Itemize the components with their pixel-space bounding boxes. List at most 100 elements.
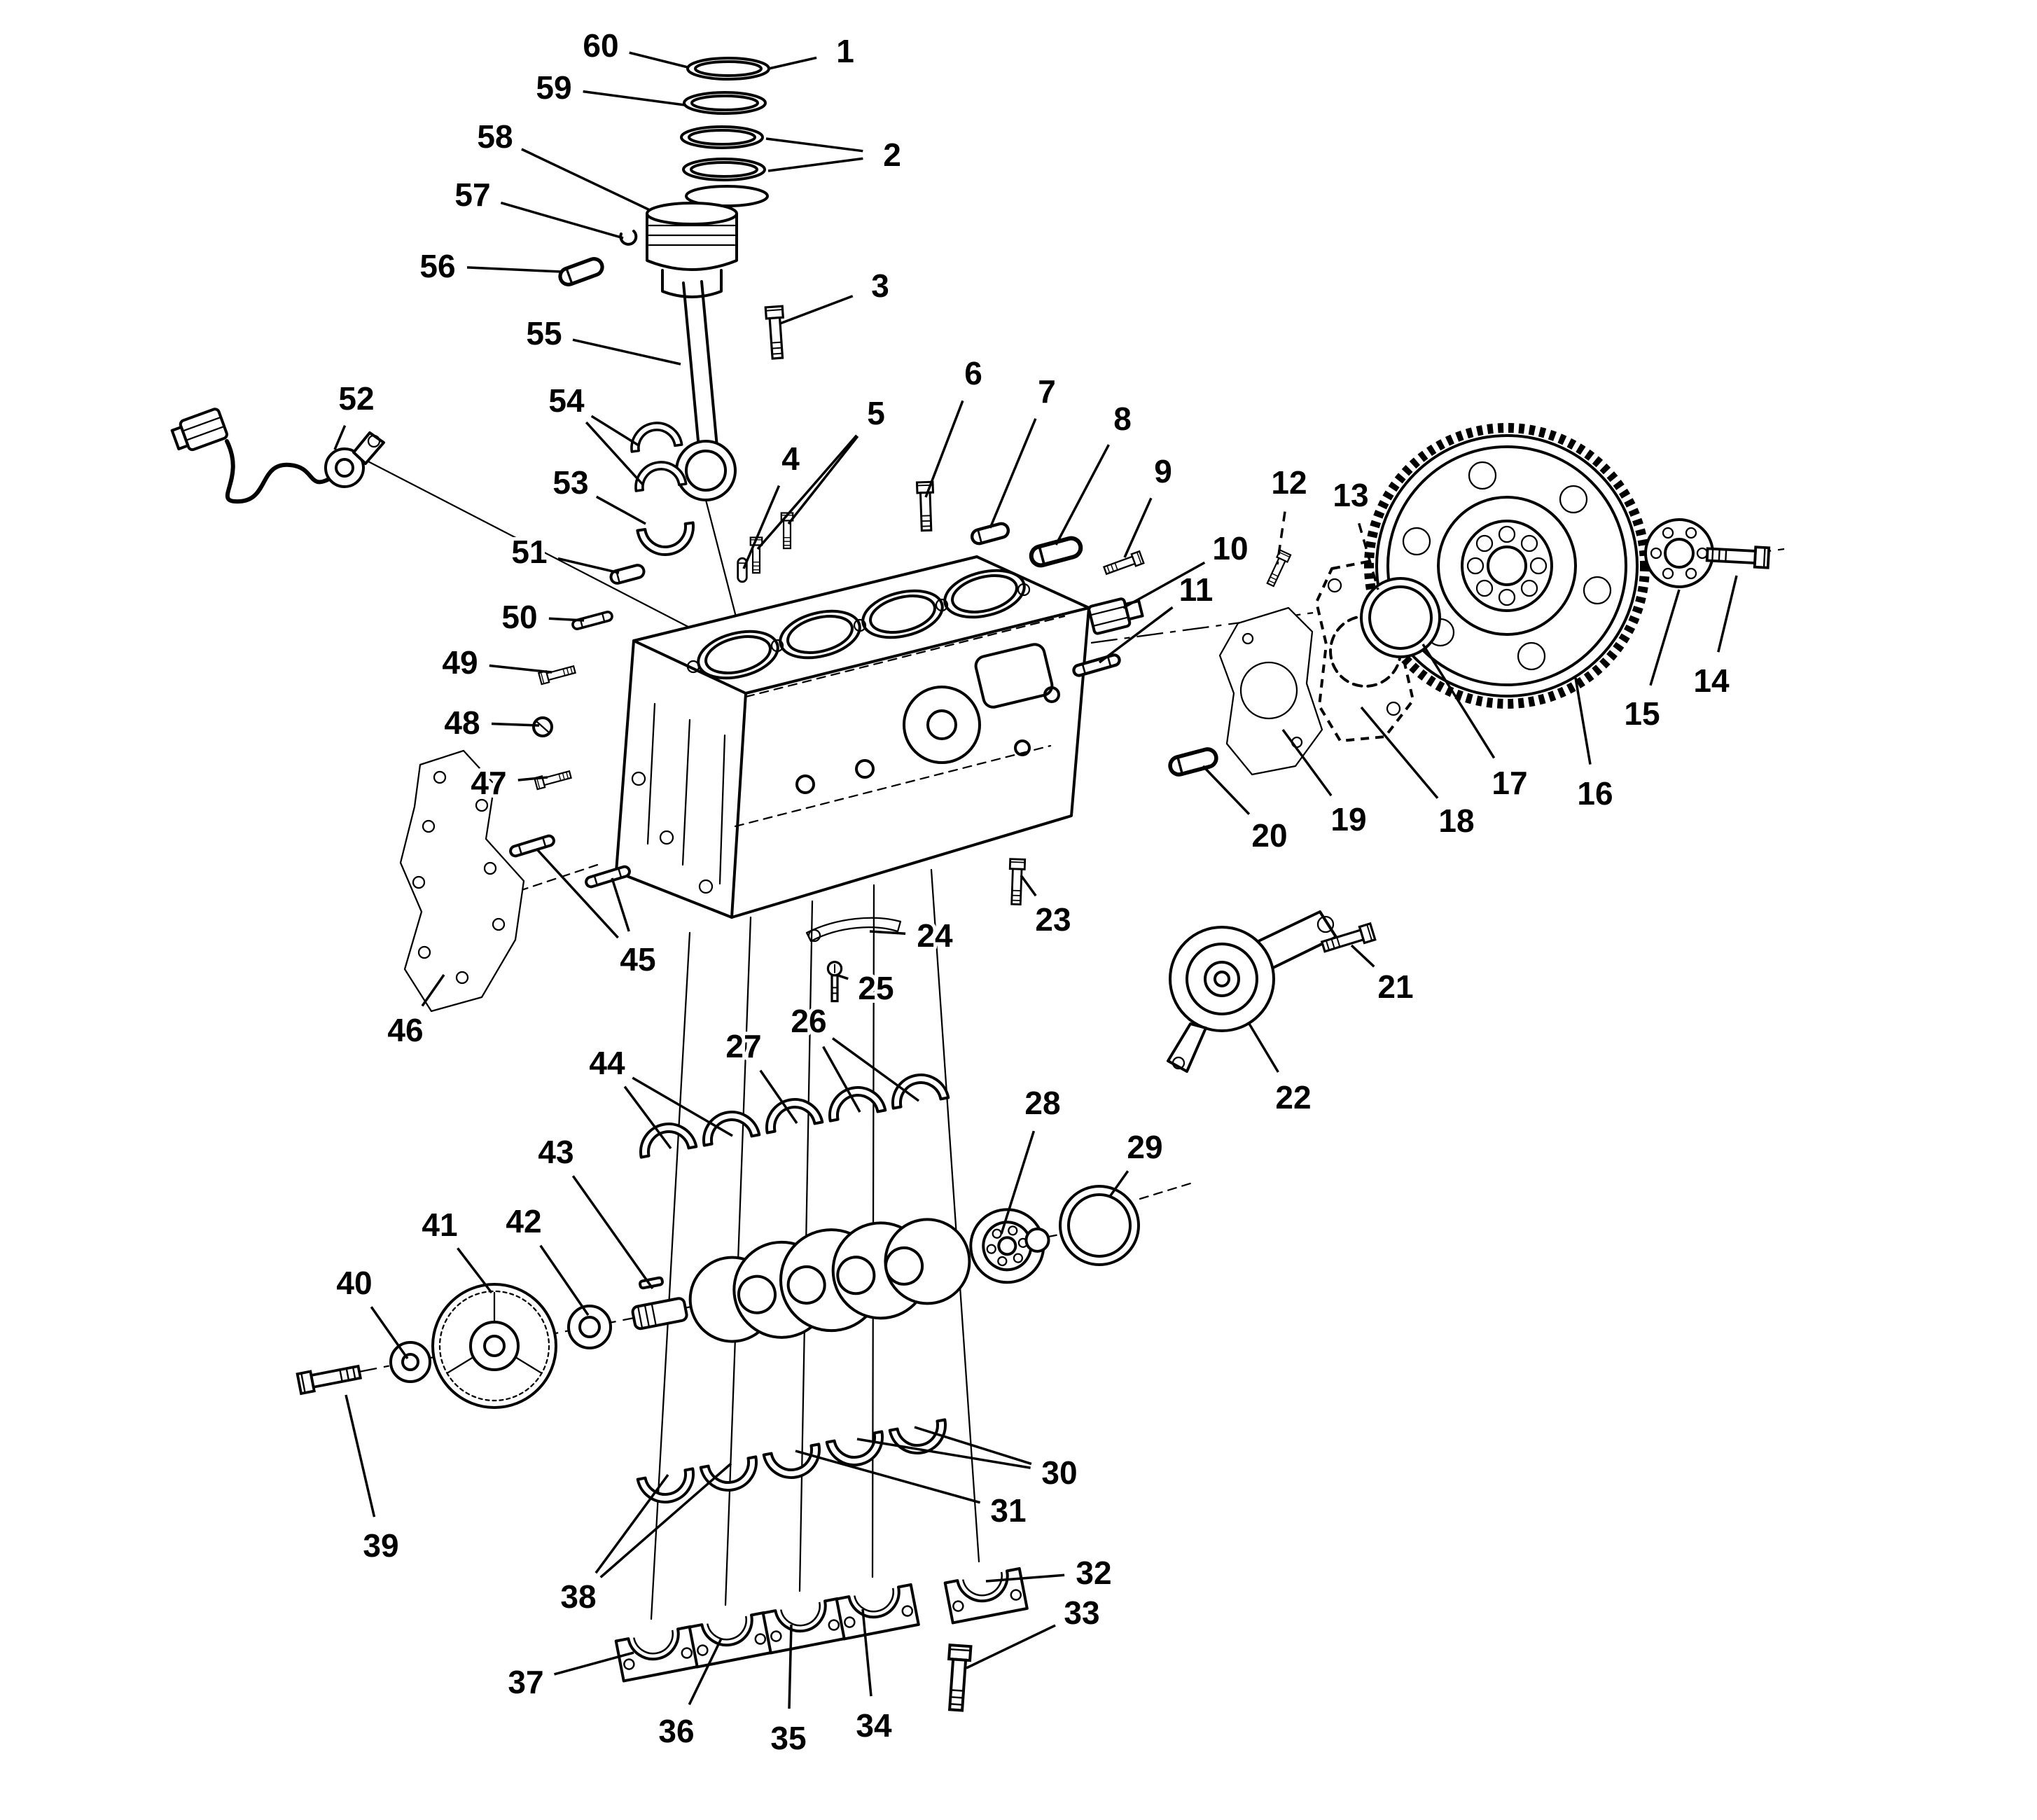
callout-20: 20 (1251, 817, 1287, 854)
leader-line-43 (571, 1175, 654, 1290)
leader-line-38 (599, 1462, 732, 1578)
leader-line-5 (756, 434, 858, 550)
leader-line-36 (688, 1638, 723, 1705)
leader-line-49 (489, 664, 552, 674)
crank-bolt-art (296, 1361, 363, 1395)
crank-washer-art (389, 1341, 431, 1383)
cap-bolt-art (944, 1644, 973, 1712)
rear-cover-gasket-art (1218, 606, 1323, 776)
leader-line-24 (869, 930, 906, 936)
harmonic-balancer-art (431, 1283, 557, 1409)
callout-38: 38 (560, 1578, 596, 1615)
leader-line-26 (831, 1037, 920, 1102)
callout-1: 1 (836, 33, 854, 69)
leader-line-10 (1122, 561, 1206, 609)
leader-line-59 (583, 90, 686, 106)
leader-line-4 (742, 485, 781, 569)
callout-25: 25 (858, 970, 894, 1006)
leader-line-31 (795, 1450, 981, 1504)
callout-32: 32 (1076, 1555, 1111, 1591)
callout-2: 2 (883, 137, 901, 173)
callout-29: 29 (1127, 1129, 1162, 1165)
leader-line-50 (548, 617, 585, 622)
callout-50: 50 (501, 599, 537, 635)
leader-line-45 (611, 877, 630, 932)
crank-rear-seal-ring-art (1360, 577, 1441, 658)
leader-line-53 (595, 495, 646, 525)
callout-19: 19 (1330, 801, 1366, 838)
callout-37: 37 (508, 1664, 543, 1700)
leader-line-52 (333, 425, 347, 450)
leader-line-46 (421, 973, 445, 1007)
leader-line-40 (370, 1306, 409, 1360)
leader-line-48 (491, 722, 540, 727)
callout-34: 34 (856, 1707, 892, 1744)
leader-line-26 (822, 1046, 861, 1113)
leader-line-13 (1358, 522, 1379, 590)
leader-line-12 (1276, 511, 1286, 565)
callout-45: 45 (620, 941, 655, 978)
leader-line-29 (1108, 1170, 1129, 1199)
callout-14: 14 (1693, 662, 1730, 699)
callout-27: 27 (725, 1028, 761, 1064)
callout-33: 33 (1064, 1595, 1099, 1631)
callout-11: 11 (1179, 571, 1214, 608)
engine-block-art (615, 555, 1090, 919)
leader-line-2 (765, 137, 863, 153)
callout-60: 60 (583, 27, 618, 64)
callout-47: 47 (471, 765, 506, 801)
leader-line-34 (861, 1609, 872, 1697)
callout-10: 10 (1212, 530, 1248, 567)
leader-line-58 (521, 148, 651, 211)
leader-line-33 (966, 1624, 1056, 1669)
callout-28: 28 (1024, 1085, 1060, 1121)
flywheel-washer-art (1644, 518, 1714, 588)
leader-line-15 (1649, 589, 1681, 686)
oil-gallery-bracket-art (805, 917, 902, 943)
callout-42: 42 (506, 1203, 541, 1239)
callout-7: 7 (1038, 373, 1056, 410)
leader-line-23 (1020, 874, 1037, 897)
leader-line-54 (590, 415, 639, 447)
leader-line-42 (539, 1244, 590, 1316)
callout-51: 51 (511, 534, 547, 570)
rod-bolt-art (764, 305, 787, 360)
callout-49: 49 (442, 644, 478, 681)
callout-41: 41 (422, 1207, 457, 1243)
leader-line-2 (767, 157, 863, 172)
callout-13: 13 (1333, 477, 1368, 513)
leader-line-1 (768, 56, 817, 70)
leader-line-37 (554, 1651, 634, 1676)
crank-position-sensor-art (170, 408, 385, 504)
leader-line-45 (535, 847, 619, 939)
flywheel-bolt-art (1705, 543, 1771, 569)
callout-3: 3 (871, 268, 889, 304)
callout-35: 35 (770, 1720, 806, 1756)
leader-line-28 (1000, 1130, 1036, 1235)
crankshaft-art (631, 1208, 1050, 1343)
callout-54: 54 (548, 382, 585, 419)
piston-art (646, 202, 738, 298)
leader-line-7 (989, 418, 1037, 529)
callout-23: 23 (1035, 901, 1071, 938)
callout-39: 39 (363, 1527, 398, 1564)
connecting-rod-art (675, 280, 737, 501)
callout-21: 21 (1377, 968, 1413, 1005)
callout-8: 8 (1113, 401, 1132, 437)
callout-52: 52 (338, 380, 374, 417)
leader-line-60 (629, 51, 688, 69)
callout-40: 40 (336, 1265, 372, 1301)
leader-line-19 (1281, 728, 1333, 797)
upper-main-bearings-art (634, 1069, 950, 1159)
callout-18: 18 (1438, 803, 1474, 839)
leader-line-44 (623, 1085, 672, 1150)
callout-43: 43 (538, 1134, 573, 1170)
leader-line-54 (585, 421, 644, 486)
callout-9: 9 (1154, 453, 1172, 489)
water-pump-art (1167, 910, 1337, 1073)
leader-line-17 (1421, 644, 1496, 759)
callout-36: 36 (658, 1713, 694, 1749)
bracket-screw-art (826, 960, 843, 1003)
